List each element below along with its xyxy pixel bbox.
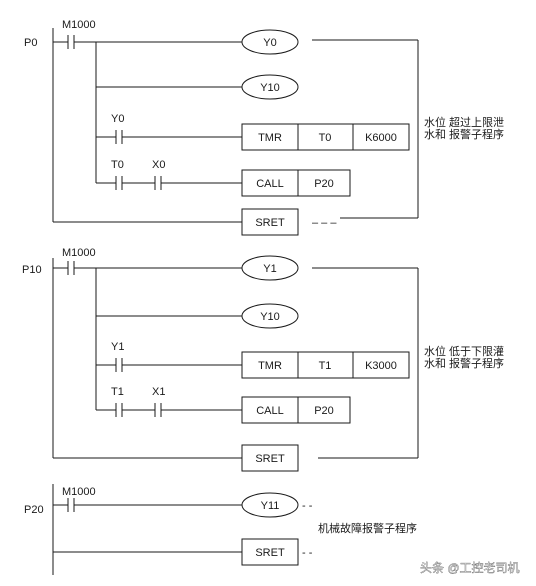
coil-y1 <box>241 255 299 281</box>
contact-x0: X0 <box>152 159 165 171</box>
call-target-p10 <box>297 396 351 424</box>
coil-dash-p20: - - <box>302 500 313 512</box>
call-label-p10: CALL <box>256 405 284 417</box>
sret-label-p0: SRET <box>255 217 285 229</box>
tmr-label-p10: TMR <box>258 360 282 372</box>
call-box-p0 <box>241 169 299 197</box>
sret-label-p20: SRET <box>255 547 285 559</box>
contact-m1000-p0: M1000 <box>62 19 96 31</box>
coil-y10-p10-label: Y10 <box>260 311 280 323</box>
pointer-p10: P10 <box>22 264 42 276</box>
k6000-label: K6000 <box>365 132 397 144</box>
contact-y1: Y1 <box>111 341 124 353</box>
note-p0-line2: 水和 报警子程序 <box>424 127 504 141</box>
call-box-p10 <box>241 396 299 424</box>
sret-box-p20 <box>241 538 299 566</box>
sret-dash-p0: – – – <box>312 217 337 229</box>
t1-label: T1 <box>319 360 332 372</box>
call-target-label-p0: P20 <box>314 178 334 190</box>
pointer-p0: P0 <box>24 37 37 49</box>
call-label-p0: CALL <box>256 178 284 190</box>
contact-t1: T1 <box>111 386 124 398</box>
t0-box <box>297 123 354 151</box>
call-target-label-p10: P20 <box>314 405 334 417</box>
coil-y10-label: Y10 <box>260 82 280 94</box>
coil-y10 <box>241 74 299 100</box>
sret-box-p10 <box>241 444 299 472</box>
sret-label-p10: SRET <box>255 453 285 465</box>
tmr-box-p10 <box>241 351 299 379</box>
note-p20: 机械故障报警子程序 <box>318 521 417 535</box>
tmr-label-p0: TMR <box>258 132 282 144</box>
watermark: 头条 @工控老司机 <box>420 561 520 575</box>
coil-y1-label: Y1 <box>263 263 276 275</box>
coil-y11 <box>241 492 299 518</box>
note-p0-line1: 水位 超过上限泄 <box>424 115 504 129</box>
t1-box <box>297 351 354 379</box>
k6000-box <box>352 123 410 151</box>
tmr-box-p0 <box>241 123 299 151</box>
sret-dash-p20: - - <box>302 547 313 559</box>
contact-y0: Y0 <box>111 113 124 125</box>
coil-y0-label: Y0 <box>263 37 276 49</box>
contact-x1: X1 <box>152 386 165 398</box>
contact-m1000-p20: M1000 <box>62 486 96 498</box>
k3000-box <box>352 351 410 379</box>
coil-y10-p10 <box>241 303 299 329</box>
contact-t0: T0 <box>111 159 124 171</box>
contact-m1000-p10: M1000 <box>62 247 96 259</box>
coil-y11-label: Y11 <box>261 500 280 512</box>
note-p10-line2: 水和 报警子程序 <box>424 356 504 370</box>
sret-box-p0 <box>241 208 299 236</box>
note-p10-line1: 水位 低于下限灌 <box>424 344 504 358</box>
call-target-p0 <box>297 169 351 197</box>
t0-label: T0 <box>319 132 332 144</box>
k3000-label: K3000 <box>365 360 397 372</box>
coil-y0 <box>241 29 299 55</box>
pointer-p20: P20 <box>24 504 44 516</box>
